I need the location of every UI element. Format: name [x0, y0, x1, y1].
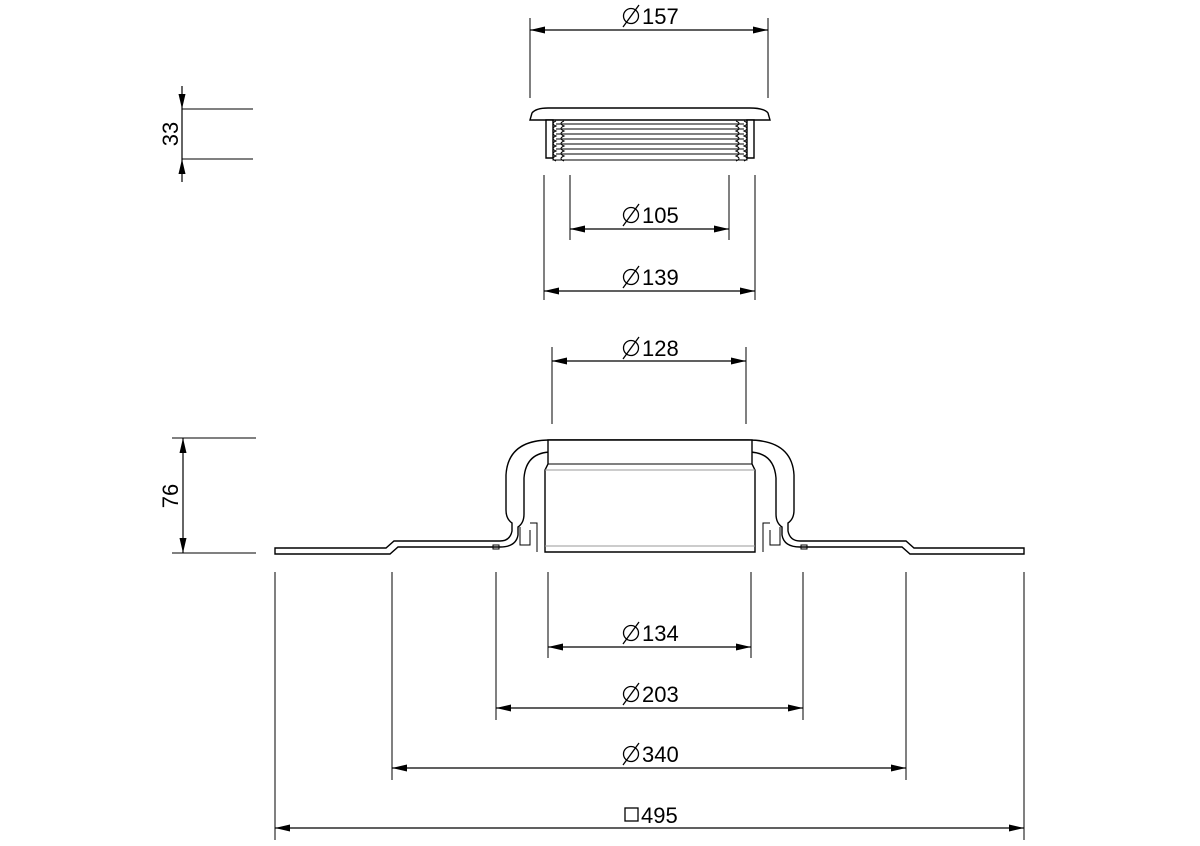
diameter-symbol-icon	[622, 265, 640, 289]
dim-label-ring-outer: 157	[642, 4, 679, 29]
dimension-ring-thread: 139	[543, 175, 756, 300]
dim-label-base-203: 203	[642, 682, 679, 707]
diameter-symbol-icon	[622, 203, 640, 227]
dimension-base-square: 495	[274, 572, 1025, 840]
dim-label-ring-thread: 139	[642, 265, 679, 290]
diameter-symbol-icon	[622, 4, 640, 28]
dim-label-base-square: 495	[641, 803, 678, 828]
dim-label-collar-top: 128	[642, 336, 679, 361]
dim-label-base-height: 76	[158, 484, 183, 508]
dimension-base-340: 340	[391, 572, 907, 780]
dimension-base-height: 76	[158, 437, 256, 554]
dim-label-ring-height: 33	[158, 122, 183, 146]
dimension-base-203: 203	[495, 572, 804, 720]
threaded-ring	[529, 107, 771, 162]
dimension-base-134: 134	[547, 572, 752, 658]
diameter-symbol-icon	[622, 621, 640, 645]
diameter-symbol-icon	[622, 742, 640, 766]
dimension-ring-outer: 157	[529, 4, 769, 98]
dimension-ring-height: 33	[158, 86, 253, 182]
diameter-symbol-icon	[622, 336, 640, 360]
dim-label-base-340: 340	[642, 742, 679, 767]
dim-label-base-134: 134	[642, 621, 679, 646]
dimension-collar-top: 128	[551, 336, 747, 424]
base-flange-part	[274, 439, 1025, 555]
square-symbol-icon	[624, 807, 639, 822]
dim-label-ring-inner: 105	[642, 203, 679, 228]
dimension-ring-inner: 105	[569, 175, 730, 240]
diameter-symbol-icon	[622, 682, 640, 706]
